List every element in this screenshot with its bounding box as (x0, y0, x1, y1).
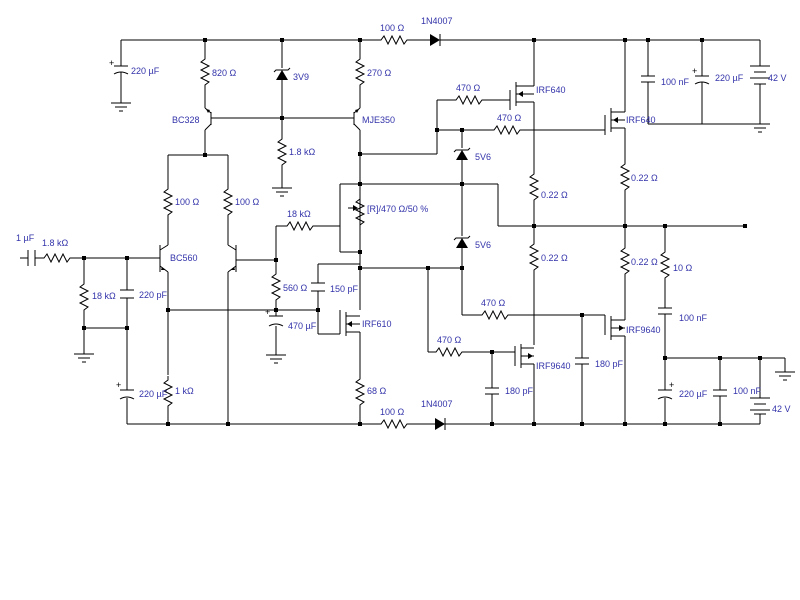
label-d-bot: 1N4007 (421, 399, 453, 409)
label-r-100-top: 100 Ω (380, 23, 405, 33)
label-d-top: 1N4007 (421, 16, 453, 26)
label-q-bc560: BC560 (170, 253, 198, 263)
label-pot: [R]/470 Ω/50 % (367, 204, 428, 214)
junction-dots (82, 38, 762, 426)
label-c-470: 470 µF (288, 321, 317, 331)
label-q-irf9640-a: IRF9640 (626, 325, 661, 335)
label-q-irf640-b: IRF640 (626, 115, 656, 125)
label-r-18k-fb: 18 kΩ (287, 209, 311, 219)
label-r-100-q6: 100 Ω (235, 197, 260, 207)
label-z-5v6-b: 5V6 (475, 240, 491, 250)
label-c-100nf-bot: 100 nF (733, 386, 762, 396)
label-r-10: 10 Ω (673, 263, 693, 273)
label-q-irf640-a: IRF640 (536, 85, 566, 95)
component-labels: 220 µF 820 Ω 3V9 270 Ω 100 Ω 1N4007 BC32… (16, 16, 791, 417)
label-r-470-a: 470 Ω (456, 83, 481, 93)
label-c-220-top: 220 µF (715, 73, 744, 83)
label-r-470-c: 470 Ω (481, 298, 506, 308)
label-z-5v6-a: 5V6 (475, 152, 491, 162)
label-r-100-q5: 100 Ω (175, 197, 200, 207)
supply-batteries (750, 65, 770, 415)
label-c-100nf-top: 100 nF (661, 77, 690, 87)
label-r-820: 820 Ω (212, 68, 237, 78)
transistor-arrows (161, 91, 624, 359)
label-r-1k: 1 kΩ (175, 386, 194, 396)
label-r-68: 68 Ω (367, 386, 387, 396)
label-c-150pf: 150 pF (330, 284, 359, 294)
label-r-18k-in: 18 kΩ (92, 291, 116, 301)
label-c-100nf-out: 100 nF (679, 313, 708, 323)
label-r-022-b: 0.22 Ω (631, 173, 658, 183)
label-r-022-a: 0.22 Ω (541, 190, 568, 200)
label-v-top: 42 V (768, 73, 787, 83)
capacitors: + + + + + (27, 58, 727, 400)
label-q-bc328: BC328 (172, 115, 200, 125)
label-c-in: 1 µF (16, 233, 35, 243)
label-r-1k8-mid: 1.8 kΩ (289, 147, 316, 157)
label-r-in: 1.8 kΩ (42, 238, 69, 248)
svg-text:+: + (669, 380, 674, 390)
label-c-220-in: 220 µF (139, 389, 168, 399)
label-z-3v9: 3V9 (293, 72, 309, 82)
label-c1: 220 µF (131, 66, 160, 76)
resistors (39, 35, 670, 429)
label-r-022-c: 0.22 Ω (541, 253, 568, 263)
label-q-irf9640-b: IRF9640 (536, 361, 571, 371)
label-r-470-d: 470 Ω (437, 335, 462, 345)
label-r-560: 560 Ω (283, 283, 308, 293)
label-c-220pf: 220 pF (139, 290, 168, 300)
label-r-470-b: 470 Ω (497, 113, 522, 123)
ground-symbols (74, 102, 795, 381)
label-v-bot: 42 V (772, 404, 791, 414)
svg-text:+: + (109, 58, 114, 68)
label-c-180pf-a: 180 pF (505, 386, 534, 396)
diodes (273, 34, 471, 430)
wiring (20, 39, 786, 425)
label-q-mje350: MJE350 (362, 115, 395, 125)
label-c-180pf-b: 180 pF (595, 359, 624, 369)
svg-text:+: + (265, 307, 270, 317)
label-q-irf610: IRF610 (362, 319, 392, 329)
svg-text:+: + (116, 380, 121, 390)
label-r-022-d: 0.22 Ω (631, 257, 658, 267)
label-r-270: 270 Ω (367, 68, 392, 78)
label-r-100-bot: 100 Ω (380, 407, 405, 417)
label-c-220-bot: 220 µF (679, 389, 708, 399)
svg-text:+: + (692, 66, 697, 76)
